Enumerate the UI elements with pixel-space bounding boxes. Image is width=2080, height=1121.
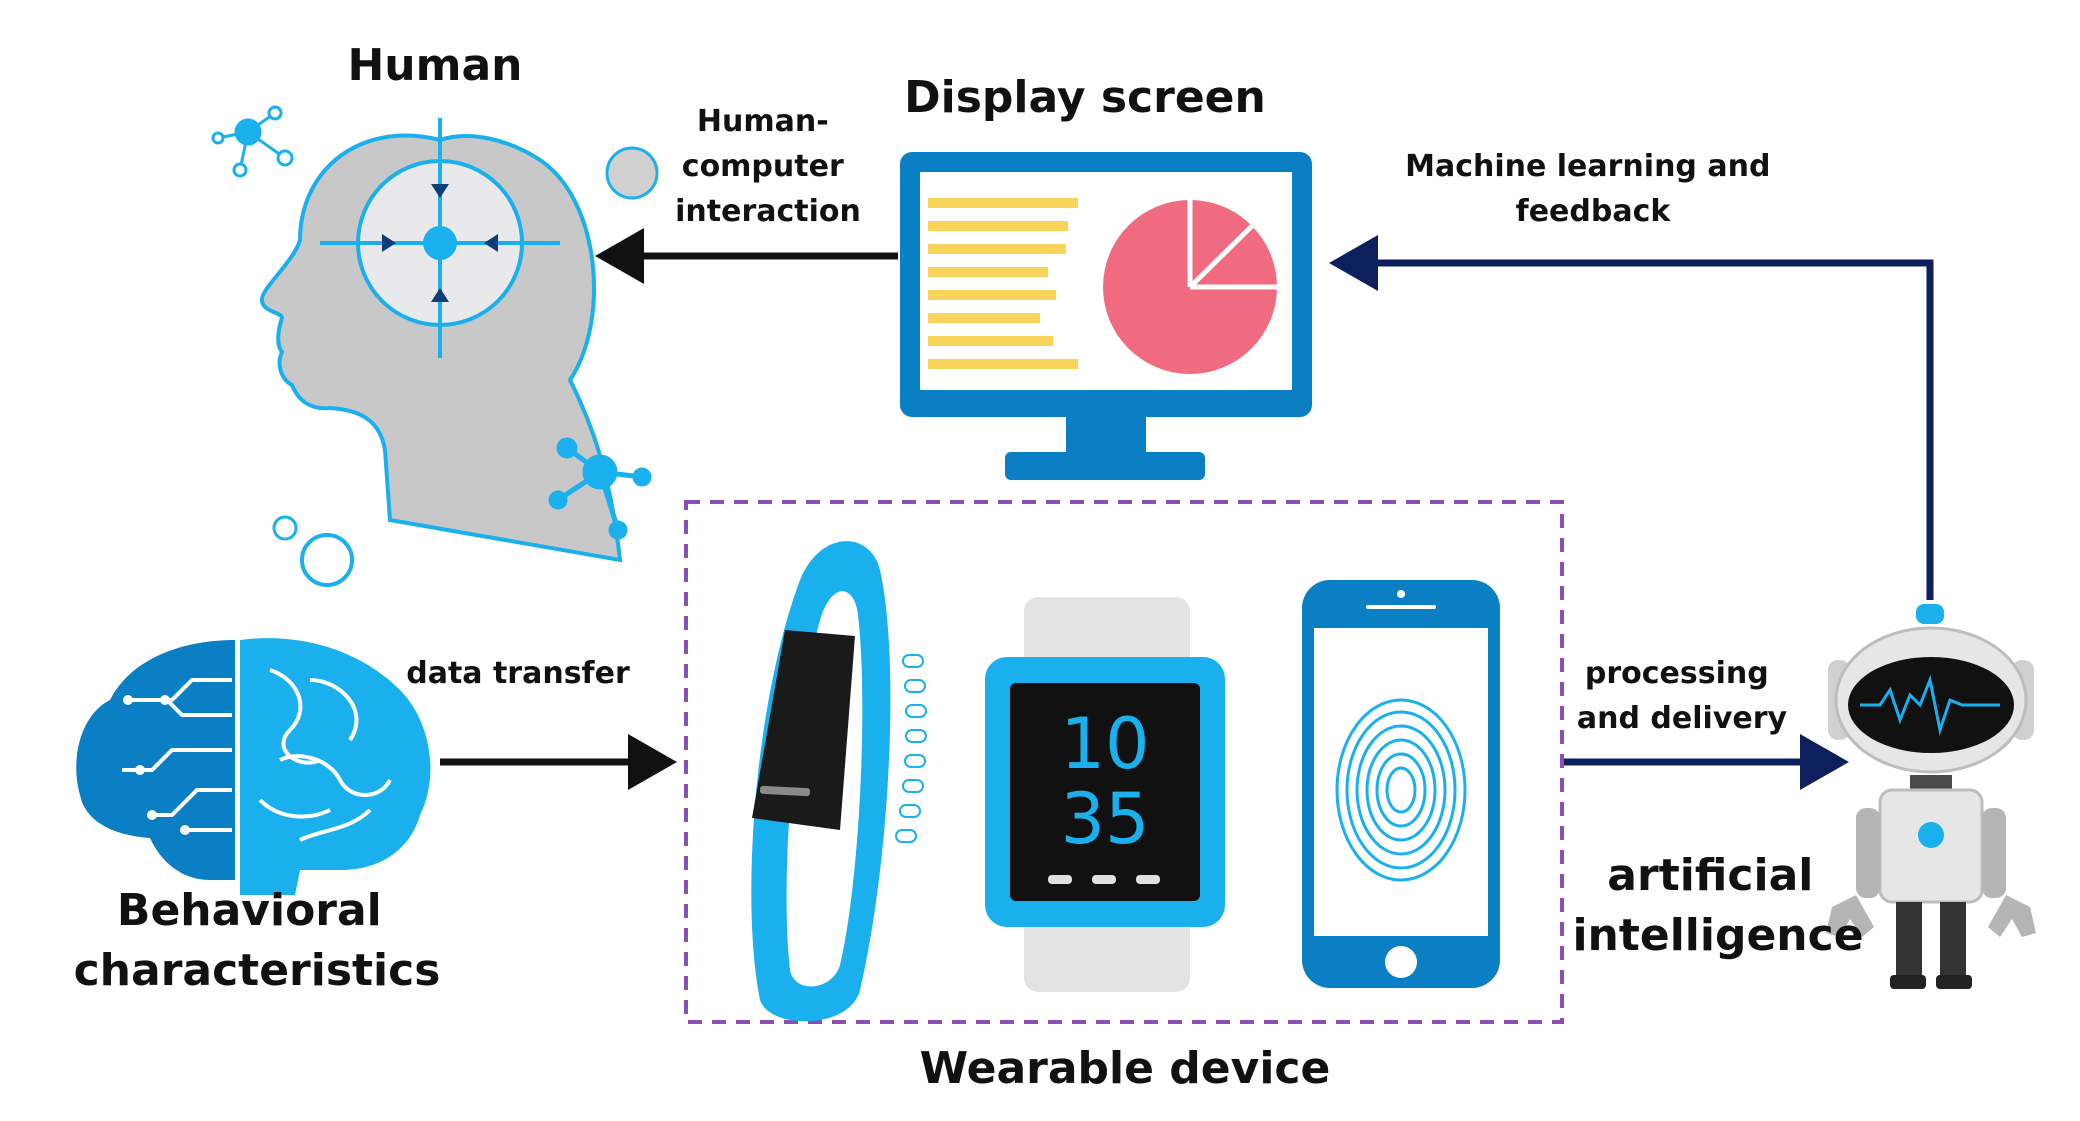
label-wearable-device: Wearable device (920, 1043, 1331, 1094)
bubble-icon (300, 533, 354, 587)
watch-hour: 10 (1060, 703, 1149, 785)
smartphone-fingerprint-icon (1302, 580, 1500, 988)
brain-icon (76, 638, 431, 895)
smartwatch-icon: 10 35 (985, 597, 1225, 992)
label-ml-feedback: Machine learning and feedback (1405, 149, 1781, 229)
fitness-band-icon (751, 541, 927, 1022)
wearable-device-group (684, 500, 1564, 1024)
bubble-icon (272, 515, 298, 541)
molecule-icon (211, 105, 294, 178)
pie-chart-icon (1103, 200, 1277, 374)
fingerprint-icon (1335, 698, 1467, 882)
label-hci: Human- computer interaction (675, 104, 861, 229)
text-lines-icon (928, 198, 1078, 369)
bubble-icon (605, 146, 659, 200)
watch-minute: 35 (1060, 778, 1149, 860)
label-processing: processing and delivery (1577, 656, 1788, 736)
monitor-icon (900, 152, 1312, 480)
label-data-transfer: data transfer (406, 656, 630, 691)
label-ai: artificial intelligence (1572, 850, 1863, 961)
label-human: Human (347, 40, 522, 91)
arrow-ml-feedback (1329, 235, 1934, 600)
label-behavioral: Behavioral characteristics (74, 885, 441, 996)
robot-icon (1826, 604, 2036, 989)
label-display-screen: Display screen (904, 72, 1266, 123)
human-head-icon (211, 105, 659, 587)
molecule-icon (548, 437, 652, 540)
